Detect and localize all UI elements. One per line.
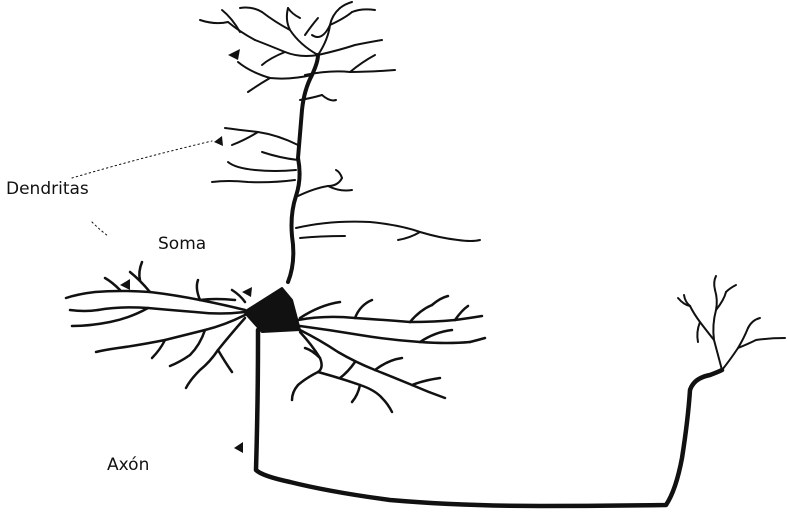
arrow-dendritas <box>214 136 223 146</box>
label-dendritas: Dendritas <box>6 179 89 199</box>
arrow-soma <box>242 287 252 297</box>
apical-dendrite-trunk <box>288 55 318 282</box>
right-basal-dendrites <box>292 296 485 412</box>
label-soma: Soma <box>158 234 206 254</box>
dendritas-pointers <box>72 141 212 236</box>
oblique-dendrites <box>212 128 480 241</box>
axon-terminal-arbor <box>678 276 785 370</box>
label-axon: Axón <box>107 455 149 475</box>
arrow-apical <box>228 49 240 60</box>
arrow-left-basal <box>120 279 130 290</box>
soma-body <box>244 288 300 332</box>
arrow-axon <box>234 442 243 453</box>
apical-tuft <box>200 2 395 100</box>
dendritas-leader-line <box>72 141 212 178</box>
axon <box>256 330 722 506</box>
dendritas-leader-line-lower <box>92 222 108 236</box>
left-basal-dendrites <box>66 262 245 388</box>
